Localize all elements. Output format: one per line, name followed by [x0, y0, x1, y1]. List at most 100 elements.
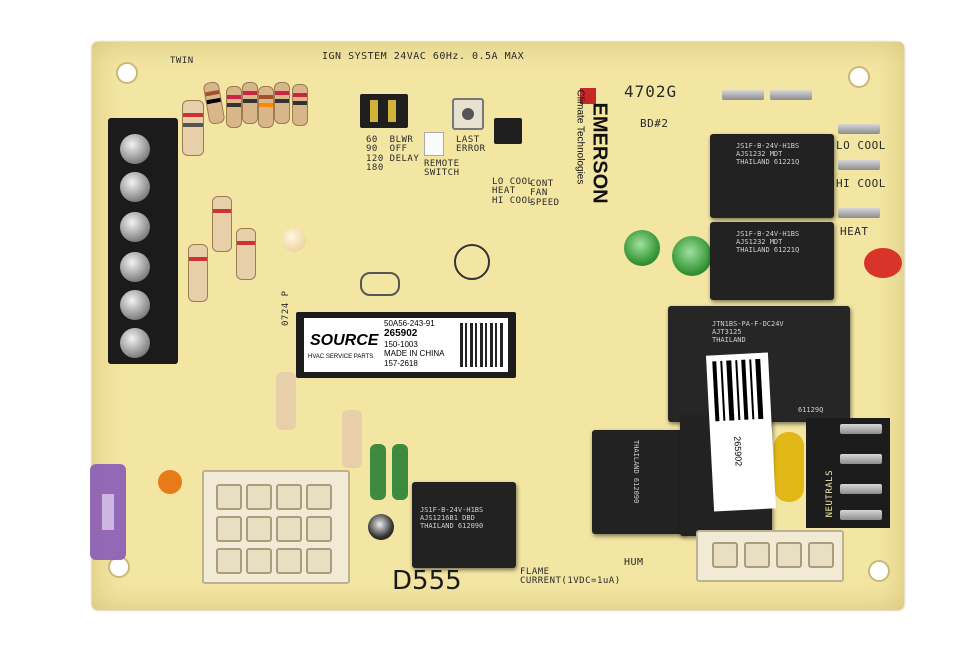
mounting-hole: [116, 62, 138, 84]
spade-terminal[interactable]: [838, 160, 880, 170]
connector-pin: [276, 548, 302, 574]
blower-off-delay-silkscreen: 60 BLWR 90 OFF 120 DELAY 180: [366, 135, 420, 174]
cool-speed-jumper[interactable]: [494, 118, 522, 144]
spade-terminal[interactable]: [722, 90, 764, 100]
electrolytic-capacitor: [672, 236, 712, 276]
mov-varistor: [158, 470, 182, 494]
big-relay-text: JTN1BS-PA-F-DC24V AJT3125 THAILAND: [712, 320, 784, 344]
connector-pin: [306, 516, 332, 542]
resistor: [274, 82, 290, 124]
connector-pin: [306, 484, 332, 510]
resistor: [242, 82, 258, 124]
twin-silkscreen: TWIN: [170, 56, 194, 66]
electrolytic-capacitor: [624, 230, 660, 266]
inducer-relay: JS1F-B-24V-H1BS AJS1216B1 DBD THAILAND 6…: [412, 482, 516, 568]
source-line4: MADE IN CHINA: [384, 349, 445, 358]
status-led: [282, 228, 306, 252]
terminal-screw[interactable]: [120, 328, 150, 358]
hum-silkscreen: HUM: [624, 557, 644, 568]
resistor: [182, 100, 204, 156]
resistor: [236, 228, 256, 280]
connector-pin: [216, 548, 242, 574]
thermostat-terminal-block[interactable]: [108, 118, 178, 364]
connector-pin: [216, 484, 242, 510]
resistor: [276, 372, 296, 430]
source-line2: 265902: [384, 328, 418, 339]
emerson-logo: EMERSON Climate Technologies: [566, 88, 616, 208]
cooling-relay-1: JS1F-B-24V-H1BS AJS1232 MDT THAILAND 612…: [710, 134, 834, 218]
fuse[interactable]: [90, 464, 126, 560]
source-line3: 150-1003: [384, 340, 418, 349]
connector-pin: [776, 542, 802, 568]
lo-cool-silkscreen: LO COOL HEAT HI COOL: [492, 177, 534, 206]
big-relay-code: 61129Q: [798, 406, 824, 414]
mounting-hole: [848, 66, 870, 88]
last-error-silkscreen: LAST ERROR: [456, 135, 486, 155]
last-error-button-cap: [462, 108, 474, 120]
spade-terminal[interactable]: [838, 124, 880, 134]
bd-silkscreen: BD#2: [640, 117, 669, 130]
mounting-hole: [868, 560, 890, 582]
terminal-screw[interactable]: [120, 172, 150, 202]
qr-code: [460, 323, 504, 367]
terminal-screw[interactable]: [120, 252, 150, 282]
neutral-spade[interactable]: [840, 454, 882, 464]
blower-off-delay-jumper[interactable]: [360, 94, 408, 128]
tab-lo-cool: LO COOL: [836, 139, 886, 152]
jumper-pin: [388, 100, 396, 122]
cable-opening: [360, 272, 400, 296]
connector-pin: [216, 516, 242, 542]
bottom-relay-2-text: THAILAND 612090: [632, 440, 640, 504]
connector-pin: [306, 548, 332, 574]
neutrals-terminal-block[interactable]: [806, 418, 890, 528]
tab-heat: HEAT: [840, 225, 869, 238]
emerson-name: EMERSON: [588, 102, 611, 204]
inducer-connector[interactable]: [696, 530, 844, 582]
electrolytic-capacitor: [368, 514, 394, 540]
cooling-relay-2: JS1F-B-24V-H1BS AJS1232 MDT THAILAND 612…: [710, 222, 834, 300]
source-brand: SOURCE: [310, 332, 379, 349]
jumper-pin: [370, 100, 378, 122]
cont-fan-silkscreen: CONT FAN SPEED: [530, 179, 560, 208]
resistor: [188, 244, 208, 302]
resistor: [292, 84, 308, 126]
terminal-screw[interactable]: [120, 134, 150, 164]
resistor: [212, 196, 232, 252]
neutrals-silkscreen: NEUTRALS: [825, 470, 835, 518]
connector-pin: [276, 516, 302, 542]
resistor: [342, 410, 362, 468]
tab-hi-cool: HI COOL: [836, 177, 886, 190]
part-number-silkscreen: 4702G: [624, 82, 678, 101]
spade-terminal[interactable]: [770, 90, 812, 100]
connector-pin: [246, 516, 272, 542]
source-brand-sub: HVAC SERVICE PARTS: [308, 354, 374, 360]
green-resistor: [370, 444, 386, 500]
barcode-number: 265902: [732, 435, 744, 467]
fuse-element: [102, 494, 114, 530]
connector-pin: [744, 542, 770, 568]
connector-pin: [246, 484, 272, 510]
terminal-screw[interactable]: [120, 290, 150, 320]
remote-switch-connector[interactable]: [424, 132, 444, 156]
handwritten-marking: D555: [392, 566, 462, 596]
ul-mark: [454, 244, 490, 280]
connector-pin: [246, 548, 272, 574]
bottom-relay-1-text: JS1F-B-24V-H1BS AJS1216B1 DBD THAILAND 6…: [420, 506, 484, 530]
neutral-spade[interactable]: [840, 484, 882, 494]
neutral-spade[interactable]: [840, 424, 882, 434]
last-error-button[interactable]: [452, 98, 484, 130]
spade-terminal[interactable]: [838, 208, 880, 218]
barcode-sticker: 265902: [705, 352, 777, 512]
resistor: [258, 86, 274, 128]
terminal-screw[interactable]: [120, 212, 150, 242]
neutral-spade[interactable]: [840, 510, 882, 520]
film-capacitor-red: [864, 248, 902, 278]
film-capacitor-yellow: [774, 432, 804, 502]
microcontroller-chip: SOURCE HVAC SERVICE PARTS 50A56-243-91 2…: [296, 312, 516, 378]
resistor: [226, 86, 242, 128]
main-harness-connector[interactable]: [202, 470, 350, 584]
source-label: SOURCE HVAC SERVICE PARTS 50A56-243-91 2…: [304, 318, 508, 372]
connector-pin: [276, 484, 302, 510]
chip-side-code: 0724 P: [281, 290, 291, 326]
connector-pin: [808, 542, 834, 568]
